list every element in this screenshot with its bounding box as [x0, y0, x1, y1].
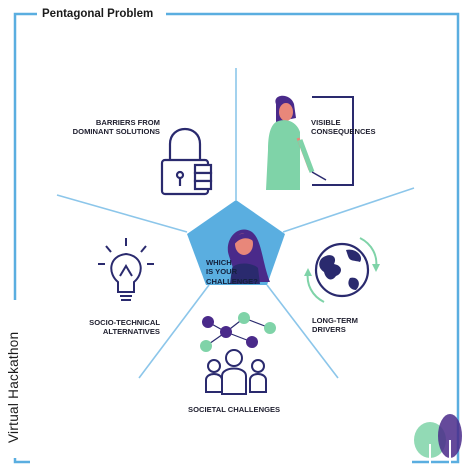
- spokes: [56, 68, 415, 379]
- presenter-icon: [266, 95, 354, 190]
- long-term-label-line1: LONG-TERM: [312, 316, 358, 325]
- long-term-drivers-label: LONG-TERM DRIVERS: [312, 316, 358, 335]
- visible-label-line1: VISIBLE: [311, 118, 341, 127]
- side-title: Virtual Hackathon: [6, 331, 21, 443]
- center-label-line1: WHICH: [206, 258, 232, 267]
- visible-consequences-label: VISIBLE CONSEQUENCES: [311, 118, 376, 137]
- socio-label-line2: ALTERNATIVES: [102, 327, 160, 337]
- long-term-label-line2: DRIVERS: [312, 325, 346, 335]
- center-label: WHICH IS YOUR CHALLENGE?: [206, 258, 258, 286]
- globe-icon: [304, 237, 380, 303]
- diagram-title: Pentagonal Problem: [42, 8, 154, 20]
- socio-label-line1: SOCIO-TECHNICAL: [89, 318, 160, 327]
- center-person-icon: [227, 229, 270, 284]
- societal-challenges-label: SOCIETAL CHALLENGES: [188, 405, 280, 414]
- padlock-icon: [160, 128, 213, 196]
- barriers-label-line1: BARRIERS FROM: [95, 118, 160, 127]
- visible-label-line2: CONSEQUENCES: [311, 127, 376, 137]
- center-label-line2: IS YOUR: [206, 267, 238, 277]
- frame: [13, 12, 460, 464]
- tree-logo-icon: [414, 414, 462, 468]
- barriers-label-line2: DOMINANT SOLUTIONS: [72, 127, 160, 137]
- socio-technical-label: SOCIO-TECHNICAL ALTERNATIVES: [66, 318, 160, 337]
- center-label-line3: CHALLENGE?: [206, 276, 258, 286]
- network-people-icon: [200, 312, 276, 395]
- societal-label-line1: SOCIETAL CHALLENGES: [188, 405, 281, 414]
- barriers-label: BARRIERS FROM DOMINANT SOLUTIONS: [63, 118, 160, 137]
- lightbulb-icon: [98, 238, 154, 301]
